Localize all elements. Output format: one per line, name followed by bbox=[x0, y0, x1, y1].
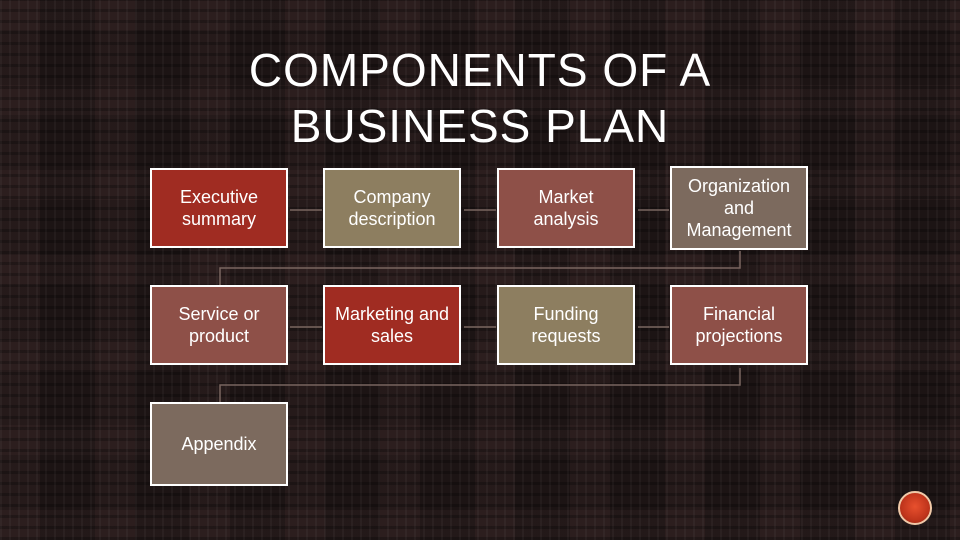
box-service-or-product: Service or product bbox=[150, 285, 288, 365]
slide-title: COMPONENTS OF A BUSINESS PLAN bbox=[248, 44, 712, 152]
box-marketing-and-sales: Marketing and sales bbox=[323, 285, 461, 365]
box-organization-and-management: Organization and Management bbox=[670, 166, 808, 250]
connector-row1-row2 bbox=[219, 251, 741, 285]
connector-row2-row3 bbox=[219, 368, 741, 402]
box-company-description: Company description bbox=[323, 168, 461, 248]
box-appendix: Appendix bbox=[150, 402, 288, 486]
box-funding-requests: Funding requests bbox=[497, 285, 635, 365]
box-market-analysis: Market analysis bbox=[497, 168, 635, 248]
box-executive-summary: Executive summary bbox=[150, 168, 288, 248]
box-financial-projections: Financial projections bbox=[670, 285, 808, 365]
slide-badge-icon bbox=[898, 491, 932, 525]
